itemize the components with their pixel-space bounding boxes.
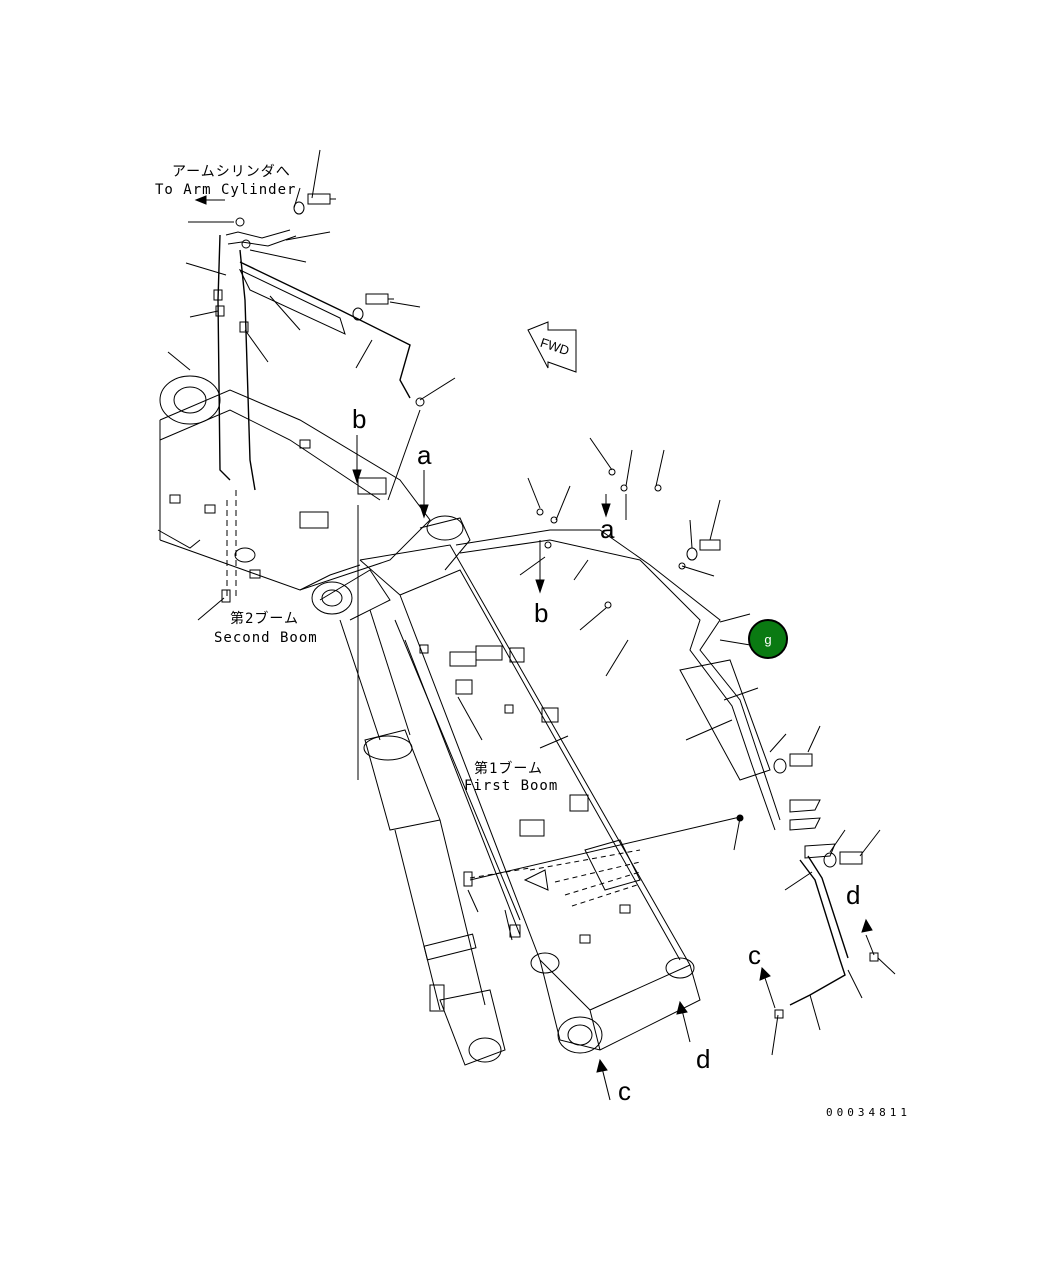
connection-d-bottom: d (696, 1044, 711, 1074)
first-boom-label-en: First Boom (464, 778, 559, 794)
first-boom-label-jp: 第1ブーム (474, 761, 544, 777)
callout-marker-g[interactable]: g (748, 619, 788, 659)
boom-cylinder (311, 569, 521, 1066)
arm-cylinder-hoses (167, 149, 456, 621)
connection-d-right: d (846, 880, 861, 910)
fwd-arrow (527, 321, 577, 373)
second-boom-label-jp: 第2ブーム (230, 611, 300, 627)
second-boom-label-en: Second Boom (214, 630, 318, 646)
connection-a-lower: a (600, 514, 615, 544)
drawing-code: 00034811 (826, 1106, 911, 1119)
arm-cylinder-label-jp: アームシリンダへ (172, 164, 291, 180)
lower-hose-fittings (194, 195, 896, 1101)
connection-b-upper: b (352, 404, 367, 434)
second-boom (157, 375, 431, 591)
first-boom (359, 515, 781, 1054)
connection-a-upper: a (417, 440, 432, 470)
connection-b-lower: b (534, 598, 549, 628)
callout-marker-label: g (764, 631, 772, 647)
arm-cylinder-label-en: To Arm Cylinder (155, 182, 297, 198)
connection-c-right: c (748, 940, 761, 970)
connection-c-bottom: c (618, 1076, 631, 1106)
